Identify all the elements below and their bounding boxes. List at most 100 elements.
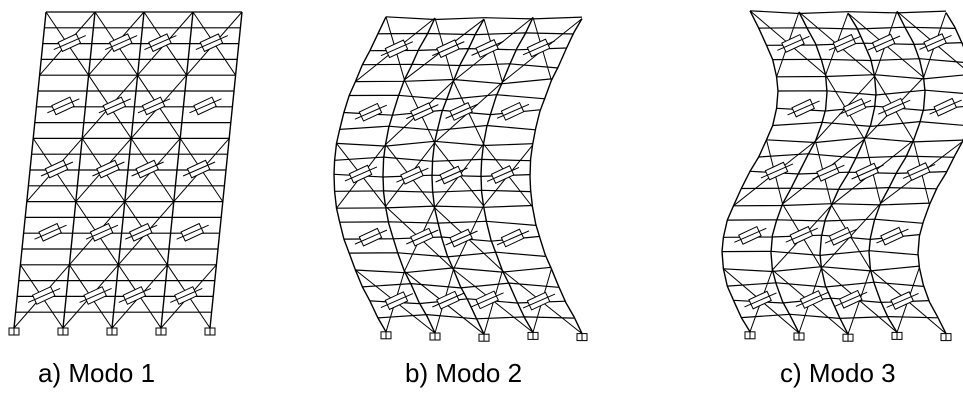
damper-rod — [34, 224, 67, 240]
damper-rod — [380, 293, 414, 309]
damper-rod — [496, 103, 530, 119]
damper-rod — [131, 161, 164, 177]
caption-mode-2: b) Modo 2 — [405, 358, 523, 388]
damper-rod — [471, 292, 504, 308]
damper-rod — [760, 163, 794, 179]
frame-beam — [377, 32, 574, 36]
damper-rod — [828, 35, 862, 51]
damper-rod — [344, 166, 378, 182]
damper-rod — [834, 291, 868, 307]
frame-beam — [334, 156, 531, 162]
damper-rod — [471, 40, 504, 56]
damper-rod — [838, 99, 872, 115]
damper-rod — [170, 287, 203, 303]
damper-rod — [929, 99, 962, 115]
damper-rod — [79, 287, 112, 303]
frame-beam — [741, 313, 938, 320]
damper-rod — [522, 293, 556, 309]
frame-beam — [339, 220, 536, 226]
damper-rod — [53, 35, 86, 51]
damper-rod — [734, 227, 767, 243]
damper-rod — [851, 164, 884, 180]
frame-column — [770, 11, 828, 334]
damper-rod — [137, 98, 171, 114]
damper-rod — [144, 35, 177, 51]
damper-rod — [118, 287, 152, 303]
frame-beam — [336, 140, 533, 147]
caption-mode-3: c) Modo 3 — [780, 358, 896, 388]
caption-mode-1: a) Modo 1 — [38, 358, 156, 388]
frame-beam — [777, 89, 963, 96]
damper-rod — [124, 224, 158, 240]
damper-rod — [876, 228, 909, 244]
damper-rod — [445, 230, 478, 246]
frame-column — [529, 18, 583, 334]
frame-beam — [349, 251, 546, 258]
frame-beam — [758, 26, 955, 30]
frame-beam — [362, 282, 559, 289]
frame-beam — [336, 204, 533, 209]
damper-rod — [787, 100, 820, 116]
damper-rod — [98, 98, 132, 114]
damper-rod — [354, 104, 388, 120]
panel-mode-1 — [8, 11, 243, 336]
damper-rod — [435, 167, 468, 183]
damper-rod — [919, 34, 952, 50]
brace — [847, 269, 871, 335]
damper-rod — [432, 292, 465, 308]
damper-rod — [104, 35, 138, 51]
damper-rod — [785, 227, 818, 243]
damper-rod — [795, 291, 829, 307]
damper-rod — [812, 164, 845, 180]
damper-rod — [886, 292, 919, 308]
frame-beam — [377, 313, 574, 320]
damper-rod — [777, 35, 810, 51]
damper-rod — [496, 230, 530, 246]
damper-rod — [189, 98, 222, 114]
damper-rod — [406, 104, 439, 120]
damper-rod — [47, 98, 80, 114]
frame-beam — [772, 58, 963, 64]
frame-column — [431, 18, 485, 335]
damper-rod — [85, 224, 119, 240]
frame-beam — [758, 153, 955, 159]
frame-beam — [727, 281, 924, 288]
frame-beam — [749, 10, 947, 15]
frame-beam — [741, 186, 938, 191]
damper-rod — [445, 103, 478, 119]
frame-beam — [334, 189, 531, 193]
damper-rod — [396, 167, 429, 183]
damper-rod — [195, 35, 229, 51]
frame-beam — [339, 124, 536, 131]
frame-beam — [776, 74, 963, 80]
damper-rod — [182, 161, 216, 177]
frame-beam — [727, 218, 924, 224]
damper-rod — [902, 163, 936, 179]
frame-column — [480, 17, 534, 333]
damper-rod — [522, 40, 556, 56]
damper-rod — [92, 161, 125, 177]
frame-beam — [723, 265, 920, 273]
panel-mode-2 — [333, 16, 588, 342]
frame-beam — [349, 94, 546, 101]
frame-beam — [721, 250, 919, 257]
damper-rod — [406, 229, 439, 245]
frame-column — [917, 12, 963, 334]
frame-column — [819, 12, 877, 335]
frame-column — [382, 17, 436, 334]
frame-beam — [355, 266, 552, 274]
panel-mode-3 — [721, 10, 963, 342]
damper-rod — [486, 166, 520, 182]
damper-rod — [354, 229, 388, 245]
frame-column — [868, 11, 926, 333]
damper-rod — [878, 99, 911, 115]
damper-rod — [27, 287, 61, 303]
damper-rod — [744, 292, 777, 308]
damper-rod — [867, 35, 901, 51]
damper-rod — [824, 228, 858, 244]
frame-beam — [385, 16, 583, 21]
damper-rod — [432, 41, 465, 57]
frame-beam — [766, 137, 963, 144]
damper-rod — [176, 224, 209, 240]
